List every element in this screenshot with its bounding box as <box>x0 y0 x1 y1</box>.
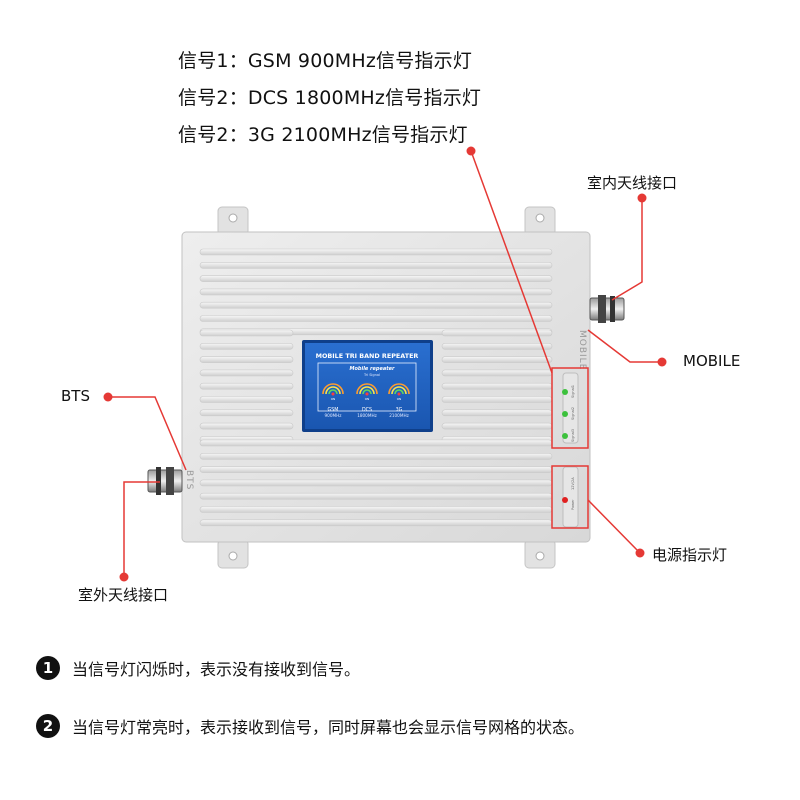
heat-sink-fin <box>199 519 553 527</box>
heat-sink-fin <box>441 396 553 403</box>
heat-sink-fin <box>199 492 553 500</box>
header-line-1: 信号1：GSM 900MHz信号指示灯 <box>178 50 473 72</box>
bts-connector <box>147 467 183 495</box>
heat-sink-fin <box>199 409 294 417</box>
signal-arc <box>325 386 341 395</box>
mounting-tab-bottom-right <box>524 539 556 569</box>
mounting-tab-top-left <box>217 206 249 236</box>
signal-dot <box>397 392 401 396</box>
signal-arc <box>394 389 404 395</box>
signal-arc <box>322 383 344 395</box>
note-number-badge: 1 <box>36 656 60 680</box>
signal-arc <box>391 386 407 395</box>
note-text: 当信号灯闪烁时，表示没有接收到信号。 <box>72 660 361 679</box>
heat-sink-fin <box>199 422 294 430</box>
power-strip <box>562 466 579 528</box>
band-name: DCS <box>362 407 372 413</box>
note-number-badge: 2 <box>36 714 60 738</box>
screen-title: MOBILE TRI BAND REPEATER <box>316 352 419 360</box>
signal-dot <box>331 392 335 396</box>
signal-arc <box>356 383 378 395</box>
heat-sink-fin <box>199 275 553 282</box>
note-1: 1 当信号灯闪烁时，表示没有接收到信号。 <box>36 656 360 680</box>
callout-lines <box>108 150 662 577</box>
callout-dots <box>103 146 667 582</box>
band-state: ON <box>365 397 370 401</box>
screen-subtitle: Mobile repeater <box>350 366 396 372</box>
band-frequency: 2100MHz <box>389 413 409 418</box>
signal-led-label: Signal2 <box>571 407 575 420</box>
heat-sink-fin <box>441 342 553 350</box>
heat-sink-fin <box>199 396 294 403</box>
callout-mobile: MOBILE <box>683 352 741 370</box>
signal-arc <box>388 383 410 395</box>
heat-sink-fin <box>199 479 553 487</box>
signal-led <box>562 389 568 395</box>
heat-sink-fin <box>441 369 553 377</box>
heat-sink-fin <box>199 329 294 337</box>
signal-led <box>562 411 568 417</box>
signal-arc <box>359 386 375 395</box>
power-label: Power <box>571 499 575 510</box>
header-line-2: 信号2：DCS 1800MHz信号指示灯 <box>178 87 482 109</box>
heat-sink-fin <box>199 382 294 390</box>
heat-sink-fins <box>199 248 553 527</box>
band-frequency: 900MHz <box>325 413 343 418</box>
side-label-bts: BTS <box>184 470 194 490</box>
mounting-tab-bottom-left <box>217 539 249 569</box>
band-signal-icons: ON ON ON <box>322 383 410 401</box>
screen-tagline: Tri Signal <box>363 373 380 377</box>
heat-sink-fin <box>199 356 294 363</box>
callout-power-indicator: 电源指示灯 <box>652 546 728 564</box>
note-text: 当信号灯常亮时，表示接收到信号，同时屏幕也会显示信号网格的状态。 <box>72 718 585 737</box>
band-state: ON <box>331 397 336 401</box>
heat-sink-fin <box>199 288 553 296</box>
heat-sink-fin <box>199 506 553 513</box>
callout-outdoor-antenna-port: 室外天线接口 <box>78 586 169 604</box>
heat-sink-fin <box>199 369 294 377</box>
signal-arc <box>328 389 338 395</box>
heat-sink-fin <box>199 342 294 350</box>
mobile-connector <box>589 295 625 323</box>
note-2: 2 当信号灯常亮时，表示接收到信号，同时屏幕也会显示信号网格的状态。 <box>36 714 584 738</box>
signal-led <box>562 433 568 439</box>
heat-sink-fin <box>441 409 553 417</box>
heat-sink-fin <box>441 382 553 390</box>
band-name: 3G <box>396 407 403 413</box>
heat-sink-fin <box>199 452 553 460</box>
signal-led-label: Signal1 <box>571 385 575 398</box>
band-name: GSM <box>328 407 339 413</box>
heat-sink-fin <box>199 315 553 322</box>
heat-sink-fin <box>199 301 553 309</box>
heat-sink-fin <box>199 248 553 256</box>
heat-sink-fin <box>441 422 553 430</box>
band-state: ON <box>397 397 402 401</box>
mounting-tab-top-right <box>524 206 556 236</box>
power-spec: 12V/2A <box>571 477 575 490</box>
heat-sink-fin <box>441 356 553 363</box>
heat-sink-fin <box>199 439 553 447</box>
band-frequency: 1800MHz <box>357 413 377 418</box>
header-line-3: 信号2：3G 2100MHz信号指示灯 <box>178 124 468 146</box>
signal-led-label: Signal3 <box>571 429 575 442</box>
callout-indoor-antenna-port: 室内天线接口 <box>587 174 678 192</box>
signal-arc <box>362 389 372 395</box>
heat-sink-fin <box>199 466 553 473</box>
side-label-mobile: MOBILE <box>577 330 587 370</box>
callout-bts: BTS <box>61 387 90 405</box>
heat-sink-fin <box>199 261 553 269</box>
heat-sink-fin <box>441 329 553 337</box>
power-led <box>562 497 568 503</box>
signal-dot <box>365 392 369 396</box>
